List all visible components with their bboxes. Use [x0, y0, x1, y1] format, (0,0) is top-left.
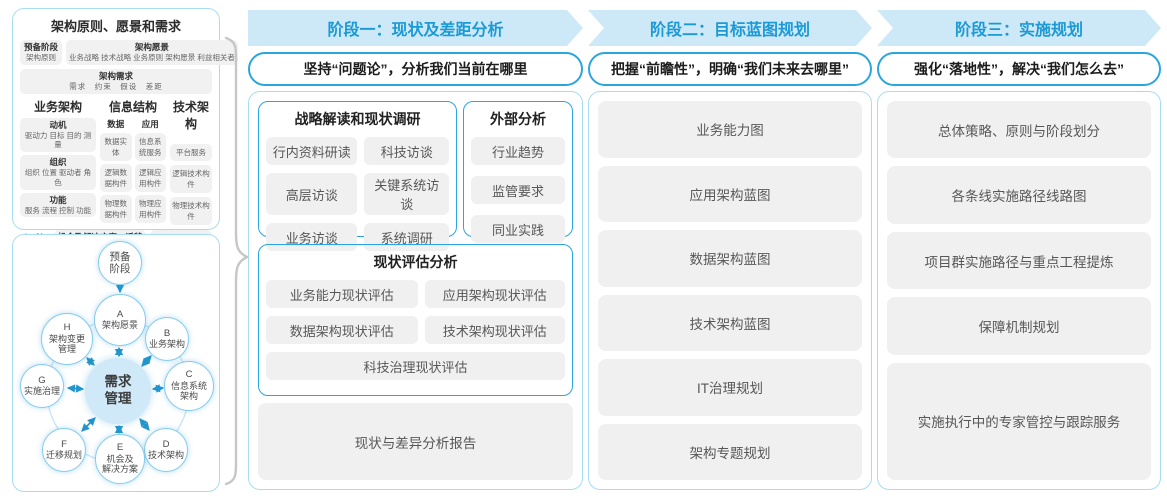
vision-items: 业务战略 技术战略 业务原则 架构愿景 利益相关者	[69, 53, 235, 63]
phase2-box: IT治理规划	[598, 359, 862, 416]
adm-cycle-panel: 预备 阶段 A 架构愿景 B 业务架构 C 信息系统 架构 D 技术架构 E 机…	[12, 234, 220, 492]
assessment-item: 业务能力现状评估	[266, 280, 418, 308]
strategy-item: 高层访谈	[266, 173, 358, 215]
technology-item: 物理技术构件	[170, 196, 212, 225]
phase1-header-band: 阶段一：现状及差距分析	[248, 10, 583, 46]
adm-node-e-opportunities: E 机会及 解决方案	[95, 434, 145, 484]
function-items: 服务 流程 控制 功能	[24, 205, 92, 215]
motivation-title: 动机	[49, 119, 67, 130]
phase3-subtitle: 强化“落地性”，解决“我们怎么去”	[877, 52, 1161, 86]
application-header: 应用	[141, 118, 159, 129]
phase2-subtitle: 把握“前瞻性”，明确“我们未来去哪里”	[588, 52, 872, 86]
phase1-header-label: 阶段一：现状及差距分析	[327, 22, 504, 39]
phase2-content-panel: 业务能力图 应用架构蓝图 数据架构蓝图 技术架构蓝图 IT治理规划 架构专题规划	[588, 91, 872, 490]
application-item: 逻辑应用构件	[134, 163, 166, 192]
architecture-requirements-panel: 架构原则、愿景和需求 预备阶段 架构原则 架构愿景 业务战略 技术战略 业务原则…	[12, 8, 238, 266]
assessment-item: 数据架构现状评估	[266, 316, 418, 344]
assessment-analysis-title: 现状评估分析	[373, 254, 458, 270]
panel-title: 架构原则、愿景和需求	[50, 19, 181, 34]
requirement-items: 需求 约束 假设 差距	[69, 81, 163, 91]
architecture-requirement-box: 架构需求 需求 约束 假设 差距	[20, 68, 212, 94]
strategy-item: 行内资料研读	[266, 137, 358, 165]
data-item: 逻辑数据构件	[100, 163, 132, 192]
organization-items: 组织 位置 驱动者 角色	[24, 168, 92, 187]
strategy-research-title: 战略解读和现状调研	[294, 111, 421, 127]
assessment-item: 应用架构现状评估	[424, 280, 565, 308]
organization-title: 组织	[49, 157, 67, 168]
information-structure-column: 信息结构 数据 数据实体 逻辑数据构件 物理数据构件 应用 信息系统服务 逻辑应…	[100, 98, 166, 225]
organization-box: 组织 组织 位置 驱动者 角色	[20, 155, 96, 190]
adm-node-preliminary: 预备 阶段	[98, 241, 142, 285]
strategy-item: 业务访谈	[266, 223, 358, 251]
phase2-header-band: 阶段二：目标蓝图规划	[588, 10, 872, 46]
phase2-box: 业务能力图	[598, 101, 862, 158]
strategy-research-box: 战略解读和现状调研 行内资料研读 科技访谈 高层访谈 关键系统访谈 业务访谈 系…	[258, 101, 458, 251]
function-box: 功能 服务 流程 控制 功能	[20, 192, 96, 218]
adm-node-f-migration: F 迁移规划	[42, 428, 86, 472]
prep-phase-title: 预备阶段	[23, 42, 58, 52]
adm-node-b-business: B 业务架构	[145, 317, 189, 361]
phase2-box: 架构专题规划	[598, 423, 862, 480]
prep-phase-sub: 架构原则	[26, 53, 56, 63]
adm-node-a-vision: A 架构愿景	[94, 294, 146, 346]
external-item: 同业实践	[471, 215, 565, 243]
application-subcolumn: 应用 信息系统服务 逻辑应用构件 物理应用构件	[134, 118, 166, 223]
data-item: 物理数据构件	[100, 194, 132, 223]
phase3-box: 保障机制规划	[887, 297, 1151, 355]
phase3-box: 总体策略、原则与阶段划分	[887, 101, 1151, 159]
phase3-box: 项目群实施路径与重点工程提炼	[887, 231, 1151, 290]
assessment-item: 技术架构现状评估	[424, 316, 565, 344]
business-architecture-column: 业务架构 动机 驱动力 目标 目的 测量 组织 组织 位置 驱动者 角色 功能 …	[20, 98, 96, 225]
motivation-items: 驱动力 目标 目的 测量	[24, 130, 92, 150]
phase2-box: 技术架构蓝图	[598, 294, 862, 351]
phase3-content-panel: 总体策略、原则与阶段划分 各条线实施路径线路图 项目群实施路径与重点工程提炼 保…	[877, 91, 1161, 490]
adm-preliminary-label: 预备 阶段	[109, 250, 131, 275]
adm-center-requirements-management: 需求 管理	[85, 358, 151, 424]
brace-connector	[224, 36, 250, 486]
technology-architecture-title: 技术架构	[172, 99, 209, 131]
gap-analysis-report-box: 现状与差异分析报告	[258, 403, 573, 480]
phase3-box: 各条线实施路径线路图	[887, 166, 1151, 224]
requirement-title: 架构需求	[98, 70, 133, 81]
strategy-item: 系统调研	[364, 223, 450, 251]
technology-architecture-column: 技术架构 平台服务 逻辑技术构件 物理技术构件	[170, 98, 212, 225]
motivation-box: 动机 驱动力 目标 目的 测量	[20, 117, 96, 153]
phase2-box: 应用架构蓝图	[598, 165, 862, 222]
phase1-content-panel: 战略解读和现状调研 行内资料研读 科技访谈 高层访谈 关键系统访谈 业务访谈 系…	[248, 91, 583, 490]
phase2-header-label: 阶段二：目标蓝图规划	[649, 22, 810, 39]
external-item: 行业趋势	[471, 137, 565, 165]
external-analysis-title: 外部分析	[490, 111, 547, 127]
application-item: 信息系统服务	[134, 132, 166, 161]
function-title: 功能	[49, 194, 67, 205]
phase3-box: 实施执行中的专家管控与跟踪服务	[887, 362, 1151, 481]
technology-item: 逻辑技术构件	[170, 164, 212, 193]
phase2-box: 数据架构蓝图	[598, 230, 862, 287]
data-subcolumn: 数据 数据实体 逻辑数据构件 物理数据构件	[100, 118, 132, 223]
architecture-vision-box: 架构愿景 业务战略 技术战略 业务原则 架构愿景 利益相关者	[66, 40, 238, 65]
external-analysis-box: 外部分析 行业趋势 监管要求 同业实践	[463, 101, 573, 243]
vision-title: 架构愿景	[134, 42, 169, 52]
adm-node-c-information-systems: C 信息系统 架构	[164, 361, 214, 411]
phase1-subtitle: 坚持“问题论”，分析我们当前在哪里	[248, 52, 583, 86]
external-item: 监管要求	[471, 176, 565, 204]
application-item: 物理应用构件	[134, 194, 166, 223]
phase3-header-band: 阶段三：实施规划	[877, 10, 1161, 46]
phase3-header-label: 阶段三：实施规划	[954, 22, 1083, 39]
prep-phase-box: 预备阶段 架构原则	[20, 40, 62, 65]
adm-node-h-change-management: H 架构变更 管理	[41, 313, 93, 365]
adm-node-g-governance: G 实施治理	[20, 364, 64, 408]
technology-item: 平台服务	[170, 143, 212, 161]
information-structure-title: 信息结构	[108, 99, 157, 114]
strategy-item: 关键系统访谈	[364, 173, 450, 215]
assessment-item: 科技治理现状评估	[266, 352, 565, 380]
assessment-analysis-box: 现状评估分析 业务能力现状评估 应用架构现状评估 数据架构现状评估 技术架构现状…	[258, 244, 573, 396]
data-header: 数据	[107, 118, 125, 129]
strategy-item: 科技访谈	[364, 137, 450, 165]
adm-node-d-technology: D 技术架构	[144, 428, 188, 472]
business-architecture-title: 业务架构	[33, 99, 82, 114]
data-item: 数据实体	[100, 132, 132, 161]
